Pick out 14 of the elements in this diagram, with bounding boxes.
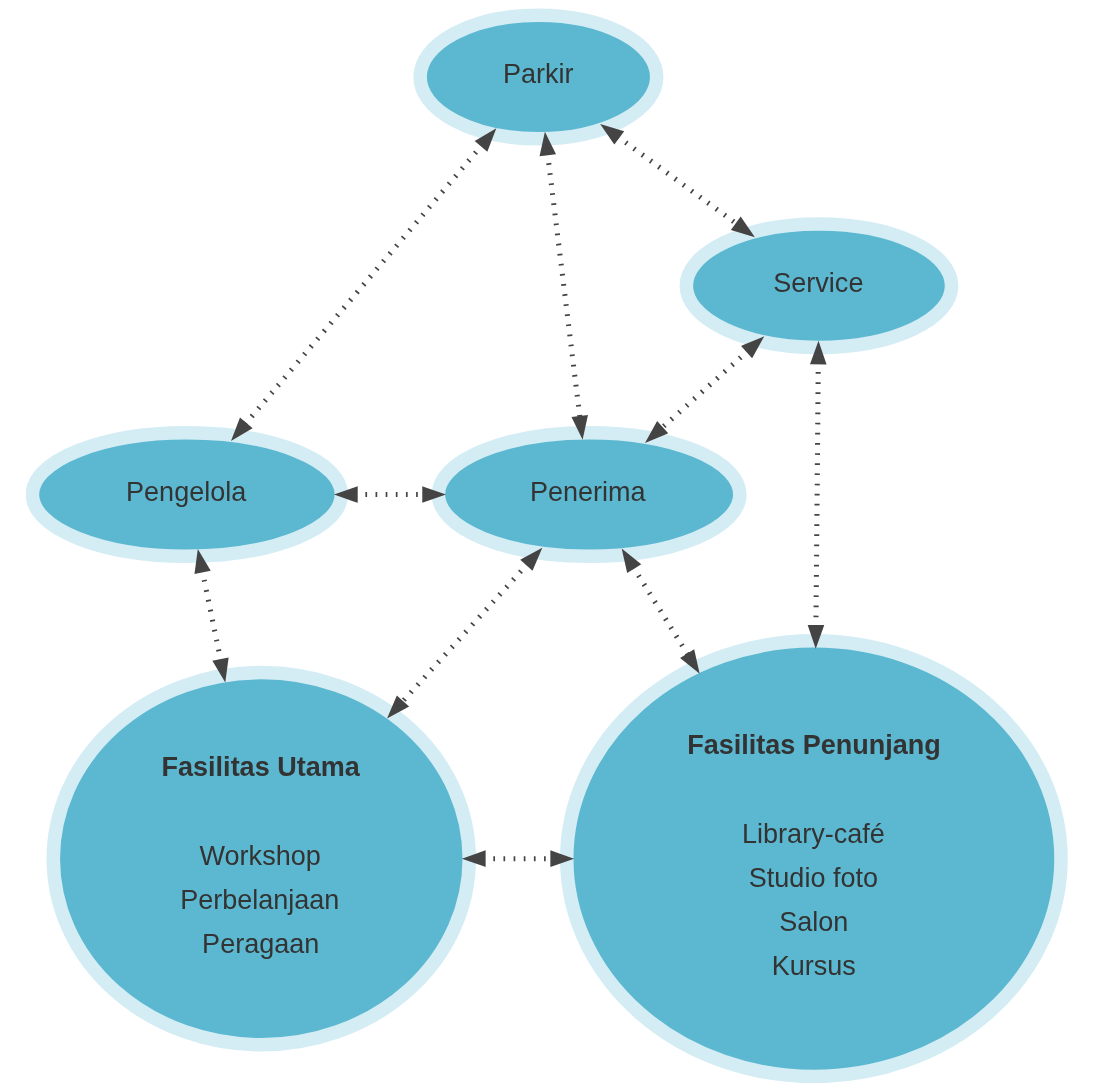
arrow xyxy=(807,340,827,649)
arrow xyxy=(621,548,700,674)
arrow xyxy=(230,128,496,441)
arrow xyxy=(333,486,446,503)
node-ellipse: Fasilitas Penunjang Library-café Studio foto Salon Kursus xyxy=(559,634,1068,1083)
arrow xyxy=(193,549,229,683)
arrow xyxy=(386,547,542,719)
node-ellipse: Penerima xyxy=(431,426,747,564)
arrow xyxy=(461,850,574,867)
arrow xyxy=(599,123,755,238)
arrow xyxy=(644,336,764,443)
arrow xyxy=(539,131,588,440)
node-ellipse: Pengelola xyxy=(25,426,348,564)
node-ellipse: Fasilitas Utama Workshop Perbelanjaan Peragaan xyxy=(46,665,476,1052)
